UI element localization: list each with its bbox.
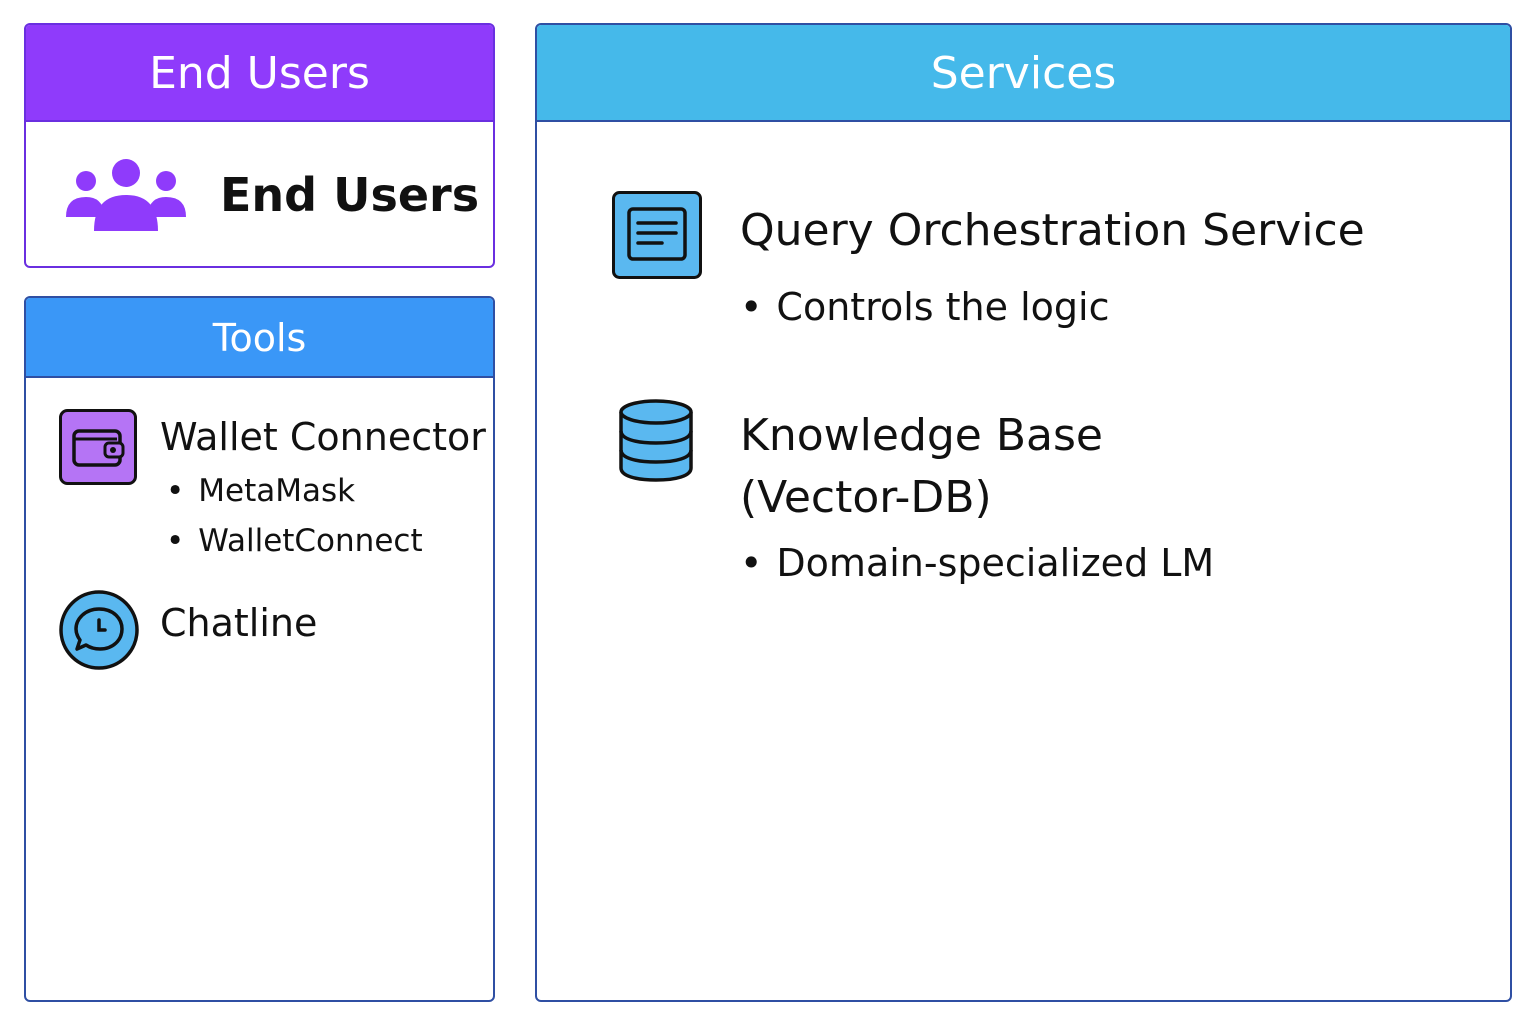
end-users-header: End Users (26, 25, 493, 122)
chat-icon (59, 590, 139, 670)
end-users-label: End Users (220, 168, 480, 222)
wallet-option-walletconnect: •WalletConnect (166, 523, 423, 559)
query-orchestration-bullet: •Controls the logic (740, 285, 1110, 329)
tools-panel: Tools Wallet Connector •MetaMask •Wallet… (24, 296, 495, 1002)
document-icon (612, 191, 702, 279)
wallet-connector-title: Wallet Connector (160, 415, 486, 459)
knowledge-base-bullet: •Domain-specialized LM (740, 541, 1215, 585)
users-icon (66, 159, 186, 231)
end-users-panel: End Users End Users (24, 23, 495, 268)
chatline-title: Chatline (160, 601, 318, 645)
wallet-icon (59, 409, 137, 485)
wallet-option-metamask: •MetaMask (166, 473, 356, 509)
tools-header: Tools (26, 298, 493, 378)
knowledge-base-title: Knowledge Base (Vector-DB) (740, 405, 1340, 529)
query-orchestration-title: Query Orchestration Service (740, 205, 1365, 256)
database-icon (619, 399, 693, 482)
knowledge-base-title-line-1: Knowledge Base (740, 410, 1103, 461)
services-panel: Services Query Orchestration Service •Co… (535, 23, 1512, 1002)
services-header: Services (537, 25, 1510, 122)
knowledge-base-title-line-2: (Vector-DB) (740, 472, 992, 523)
